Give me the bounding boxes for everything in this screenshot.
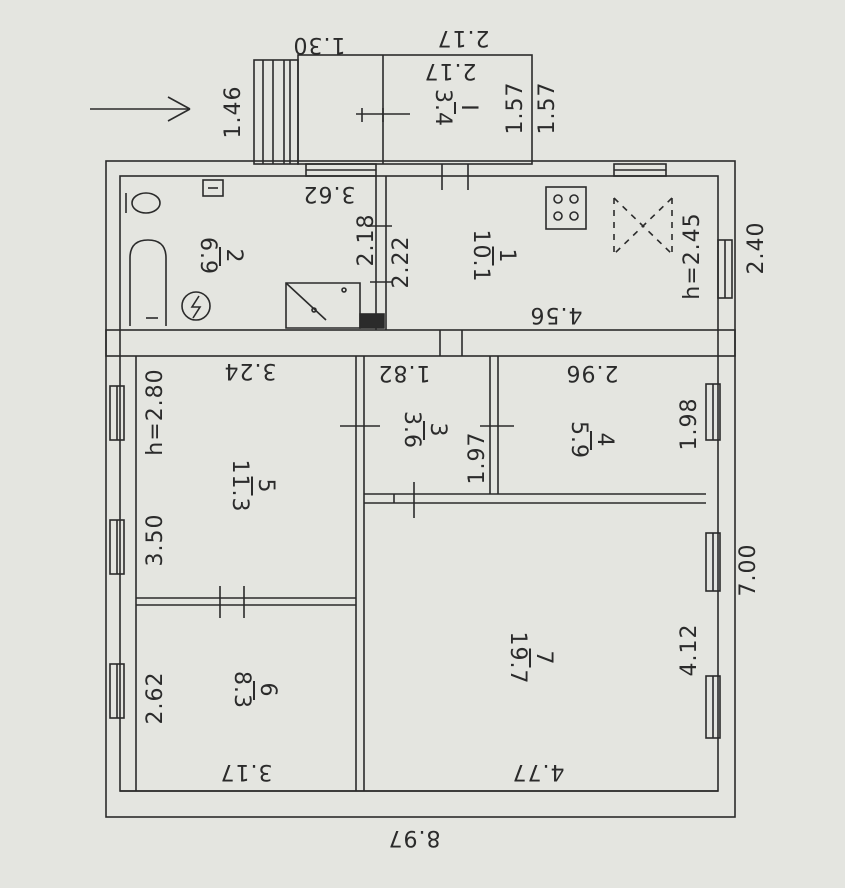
stove-icon (545, 186, 587, 230)
dim-bath-depth: 2.18 (354, 213, 379, 267)
dim-room7-width: 4.77 (511, 759, 565, 784)
dim-room4-width: 2.96 (565, 360, 619, 385)
dim-porch-steps-width: 1.30 (292, 32, 346, 57)
dim-room3-depth: 1.97 (465, 431, 490, 485)
dim-kitchen-width: 4.56 (529, 302, 583, 327)
sink-icon (202, 179, 224, 197)
dim-bath-width: 3.62 (302, 181, 356, 206)
dim-room7-depth: 4.12 (677, 623, 702, 677)
chimney-block (359, 313, 385, 329)
wall-horizontal (105, 329, 736, 357)
dim-room5-width: 3.24 (223, 358, 277, 383)
dim-room3-width: 1.82 (377, 360, 431, 385)
dim-room5-depth: 3.50 (143, 513, 168, 567)
dim-porch-top-inner: 2.17 (423, 58, 477, 83)
outer-wall (105, 160, 736, 818)
dim-room4-depth: 1.98 (677, 397, 702, 451)
dim-porch-side-inner: 1.57 (503, 81, 528, 135)
boiler-icon (285, 282, 361, 329)
dim-room6-width: 3.17 (219, 759, 273, 784)
dim-room5-height: h=2.80 (143, 368, 168, 456)
toilet-icon (125, 192, 161, 214)
dim-porch-side-outer: 1.57 (535, 81, 560, 135)
dim-porch-steps-length: 1.46 (221, 85, 246, 139)
dim-total-length: 8.97 (387, 825, 441, 850)
bathtub-icon (129, 239, 167, 326)
dim-right-wall: 7.00 (736, 543, 761, 597)
porch-room (297, 54, 533, 165)
dim-porch-top-outer: 2.17 (436, 25, 490, 50)
entrance-arrow-icon (90, 96, 191, 122)
dim-room6-depth: 2.62 (143, 671, 168, 725)
dim-kitchen-height: h=2.45 (680, 212, 705, 300)
vent-icon (613, 197, 673, 255)
dim-kitchen-outer: 2.40 (744, 221, 769, 275)
porch-steps (253, 59, 299, 165)
electric-meter-icon (181, 291, 211, 321)
dim-kitchen-depth: 2.22 (389, 235, 414, 289)
